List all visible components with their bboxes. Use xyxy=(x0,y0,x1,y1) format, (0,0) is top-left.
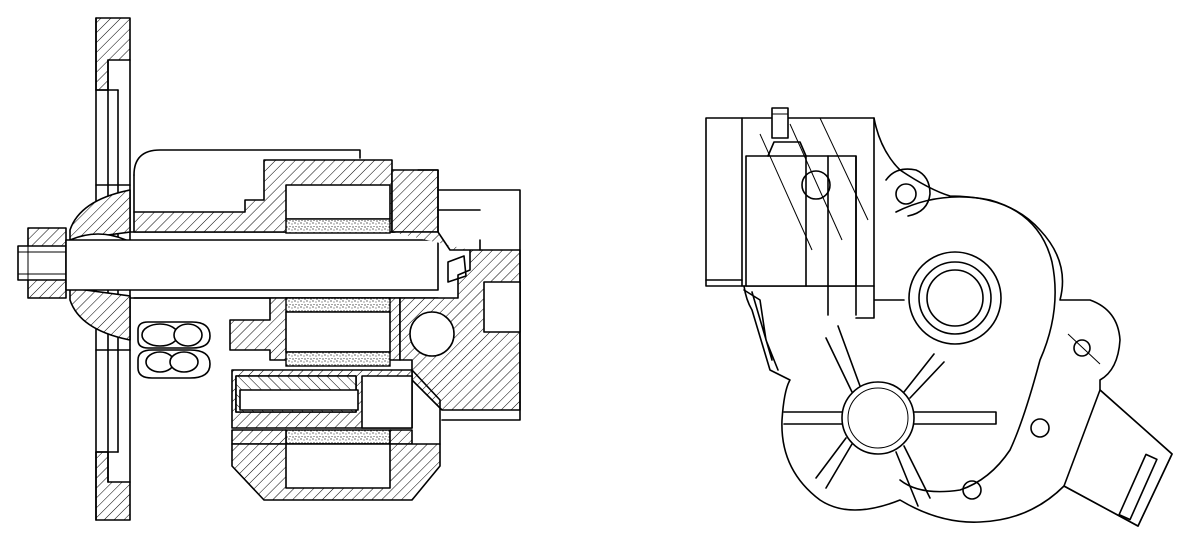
section-view xyxy=(17,17,521,521)
lower-gear xyxy=(231,369,441,501)
side-view xyxy=(705,107,1173,527)
top-block xyxy=(705,107,875,316)
bolt-bosses xyxy=(885,168,1101,500)
discharge-arm xyxy=(1063,389,1173,527)
inner-body xyxy=(895,196,1056,493)
upper-bore xyxy=(908,251,1002,345)
middle-housing xyxy=(133,297,401,367)
flange-hub-lower xyxy=(69,287,131,341)
end-housing xyxy=(392,189,521,421)
side-connector xyxy=(855,285,905,319)
shaft-nut xyxy=(17,227,67,299)
flange-hub xyxy=(69,189,131,241)
left-link xyxy=(743,289,779,371)
main-shaft xyxy=(65,231,439,299)
upper-housing xyxy=(133,149,439,234)
impeller xyxy=(783,325,997,507)
oil-ports xyxy=(137,321,211,379)
